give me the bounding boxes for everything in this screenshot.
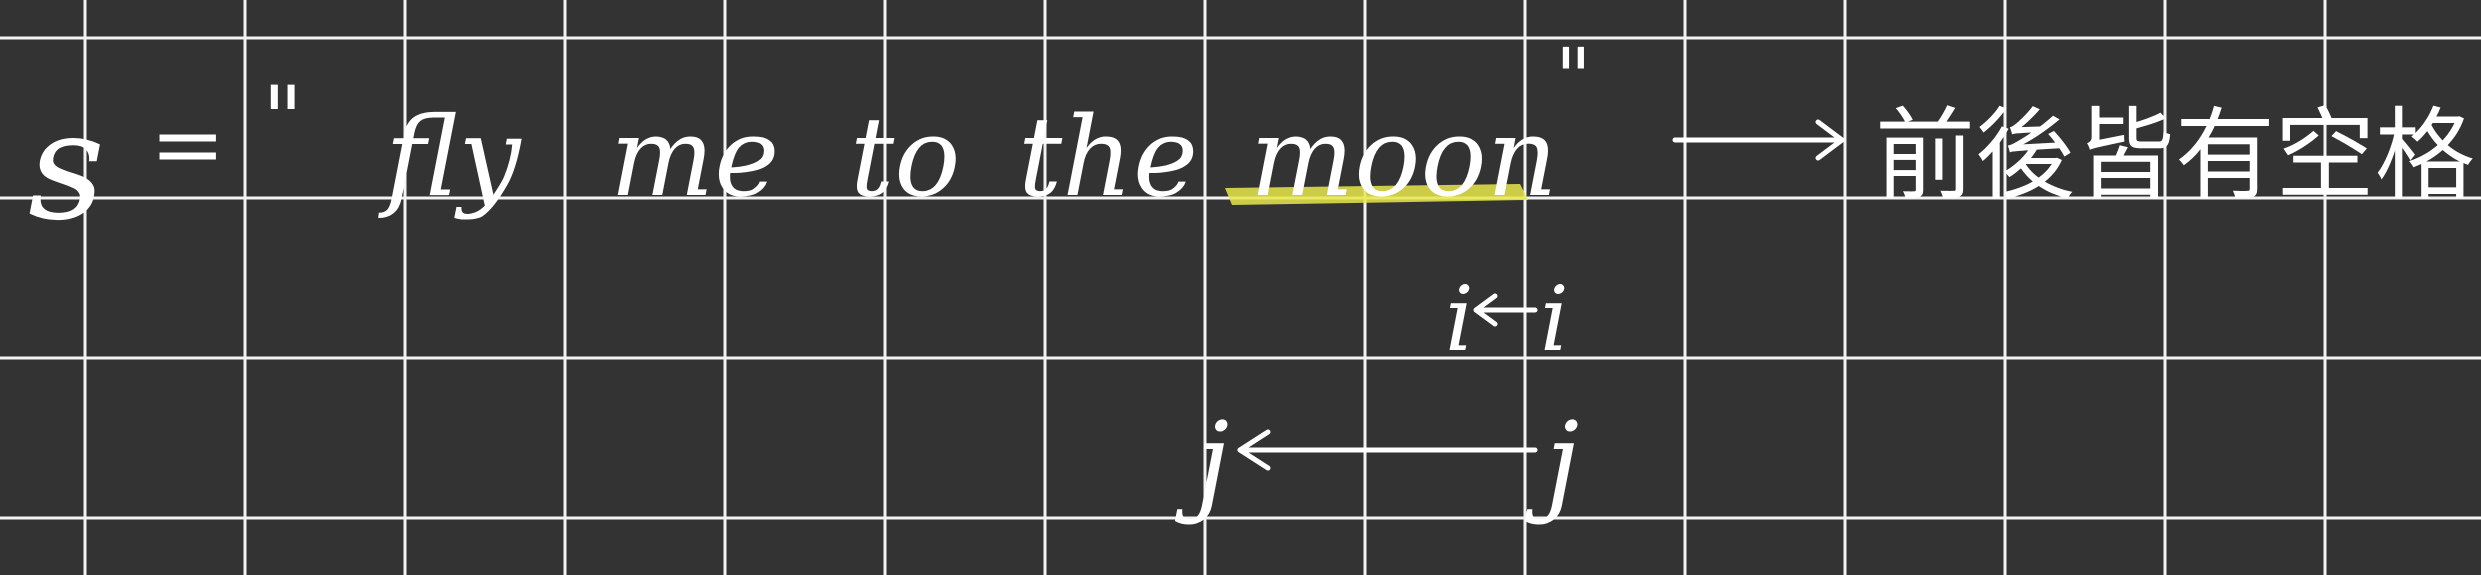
arrow-left-icon <box>1237 429 1538 471</box>
arrow-left-icon <box>1473 293 1538 327</box>
word-me: me <box>610 93 779 221</box>
open-quote: " <box>262 67 303 172</box>
pointer-i-left: i <box>1445 267 1474 372</box>
variable-s: s <box>28 80 105 254</box>
pointer-i-right: i <box>1540 267 1569 372</box>
note-text: 前後皆有空格 <box>1875 97 2475 214</box>
word-fly: fly <box>378 93 522 221</box>
word-to: to <box>850 93 960 221</box>
pointer-j-left: j <box>1174 398 1229 526</box>
arrow-right-icon <box>1672 119 1845 161</box>
pointer-j-right: j <box>1524 398 1579 526</box>
close-quote: " <box>1555 31 1592 124</box>
word-moon: moon <box>1250 93 1558 221</box>
word-the: the <box>1018 93 1198 221</box>
equals-sign: = <box>150 92 225 197</box>
moon-highlight <box>1225 184 1528 205</box>
